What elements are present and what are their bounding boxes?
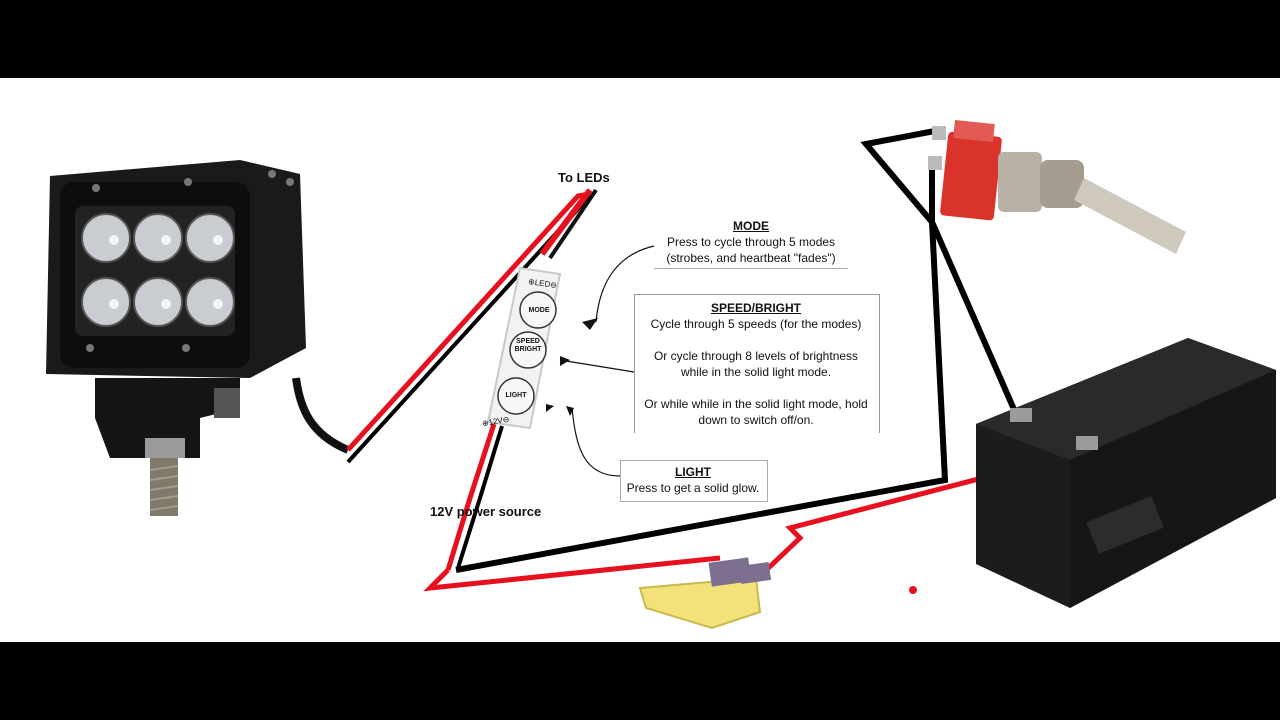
mode-button[interactable]: MODE xyxy=(528,307,550,314)
letterbox-bottom xyxy=(0,642,1280,720)
speed-annotation-box xyxy=(634,294,880,433)
speed-button-line-2: BRIGHT xyxy=(514,346,542,353)
callout-arrows xyxy=(559,245,655,477)
led-light-bar xyxy=(46,160,306,516)
speed-button[interactable]: SPEED BRIGHT xyxy=(512,338,544,354)
wiring-diagram: ⊕LED⊖ MODE SPEED BRIGHT LIGHT ⊕12V⊖ To L… xyxy=(0,78,1280,642)
led-controller xyxy=(486,266,562,430)
mode-annotation: MODE Press to cycle through 5 modes (str… xyxy=(654,218,848,266)
to-leds-label: To LEDs xyxy=(558,170,610,185)
red-wire-led xyxy=(346,191,591,452)
speed-annotation-line-1: Cycle through 5 speeds (for the modes) xyxy=(650,317,862,331)
light-button[interactable]: LIGHT xyxy=(505,392,527,399)
fuse xyxy=(638,557,772,630)
speed-annotation-line-2a: Or cycle through 8 levels of brightness xyxy=(653,349,859,363)
mode-annotation-box xyxy=(654,212,848,269)
red-wire-supply xyxy=(423,555,721,592)
speed-annotation-line-3b: down to switch off/on. xyxy=(698,413,814,427)
diagram-artwork xyxy=(46,119,1276,630)
toggle-switch xyxy=(928,119,1186,254)
speed-annotation: SPEED/BRIGHT Cycle through 5 speeds (for… xyxy=(634,300,878,428)
speed-annotation-line-2b: while in the solid light mode. xyxy=(680,365,832,379)
light-annotation: LIGHT Press to get a solid glow. xyxy=(620,464,766,496)
light-annotation-title: LIGHT xyxy=(675,465,711,479)
mode-annotation-line-2: (strobes, and heartbeat "fades") xyxy=(666,251,836,265)
light-annotation-box xyxy=(620,460,768,502)
letterbox-top xyxy=(0,0,1280,78)
speed-annotation-line-3a: Or while while in the solid light mode, … xyxy=(644,397,868,411)
battery xyxy=(976,338,1276,608)
red-wire-battery xyxy=(758,447,1091,578)
light-annotation-line-1: Press to get a solid glow. xyxy=(626,481,760,495)
mode-annotation-title: MODE xyxy=(733,219,769,233)
speed-button-line-1: SPEED xyxy=(516,338,540,345)
mode-annotation-line-1: Press to cycle through 5 modes xyxy=(666,235,836,249)
speed-annotation-title: SPEED/BRIGHT xyxy=(710,301,801,315)
power-source-label: 12V power source xyxy=(430,504,542,519)
